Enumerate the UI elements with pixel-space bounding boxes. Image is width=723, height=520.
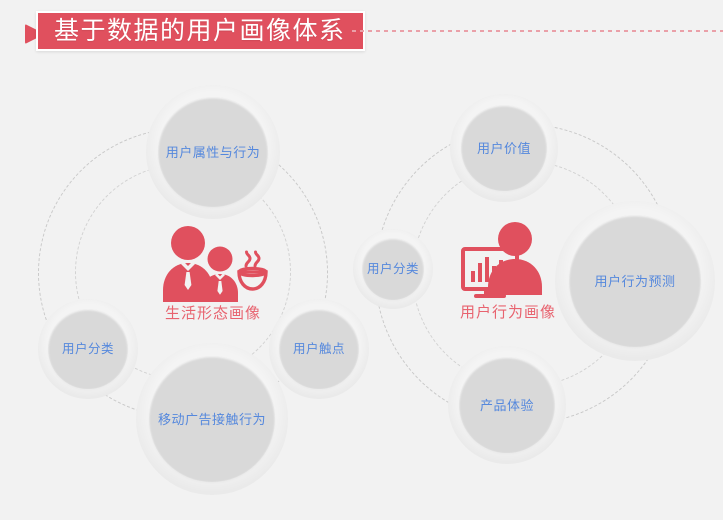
node-product-experience[interactable]: 产品体验 bbox=[448, 346, 566, 464]
node-label: 用户价值 bbox=[476, 140, 531, 156]
center-caption: 生活形态画像 bbox=[164, 305, 261, 322]
node-label: 用户行为预测 bbox=[594, 273, 676, 289]
center-user-behavior-portrait[interactable]: 用户行为画像 bbox=[450, 221, 566, 320]
node-disc bbox=[158, 97, 268, 207]
node-disc bbox=[569, 215, 701, 347]
node-label: 产品体验 bbox=[479, 397, 534, 413]
center-life-style-portrait[interactable]: 生活形态画像 bbox=[141, 226, 285, 321]
node-disc bbox=[48, 309, 128, 389]
node-disc bbox=[362, 238, 424, 300]
node-disc bbox=[459, 357, 555, 453]
node-disc bbox=[149, 356, 275, 482]
center-caption: 用户行为画像 bbox=[459, 304, 556, 321]
node-label: 移动广告接触行为 bbox=[157, 411, 266, 427]
node-user-value[interactable]: 用户价值 bbox=[450, 94, 558, 202]
family-with-bowl-icon bbox=[163, 226, 268, 302]
person-with-bar-chart-monitor-icon bbox=[461, 222, 542, 298]
slide-header: 基于数据的用户画像体系 bbox=[0, 0, 723, 66]
header-dotted-divider bbox=[352, 30, 723, 32]
node-user-classification-left[interactable]: 用户分类 bbox=[38, 299, 138, 399]
node-label: 用户分类 bbox=[366, 261, 419, 276]
node-mobile-ad-exposure[interactable]: 移动广告接触行为 bbox=[136, 343, 288, 495]
page-title: 基于数据的用户画像体系 bbox=[54, 16, 346, 45]
cluster-user-behavior-portrait: 用户价值 用户分类 用户行为预测 产品体验 bbox=[350, 66, 723, 520]
node-user-classification-right[interactable]: 用户分类 bbox=[353, 229, 433, 309]
node-user-behavior-prediction[interactable]: 用户行为预测 bbox=[555, 201, 715, 361]
node-user-attributes-behavior[interactable]: 用户属性与行为 bbox=[146, 85, 280, 219]
node-label: 用户触点 bbox=[292, 341, 345, 356]
node-disc bbox=[461, 105, 547, 191]
cluster-life-style-portrait: 用户属性与行为 用户分类 用户触点 移动广告接触行为 bbox=[0, 66, 370, 520]
node-label: 用户分类 bbox=[61, 341, 114, 356]
node-disc bbox=[279, 309, 359, 389]
node-user-touchpoint[interactable]: 用户触点 bbox=[269, 299, 369, 399]
page-title-banner: 基于数据的用户画像体系 bbox=[36, 11, 365, 51]
node-label: 用户属性与行为 bbox=[165, 144, 261, 160]
